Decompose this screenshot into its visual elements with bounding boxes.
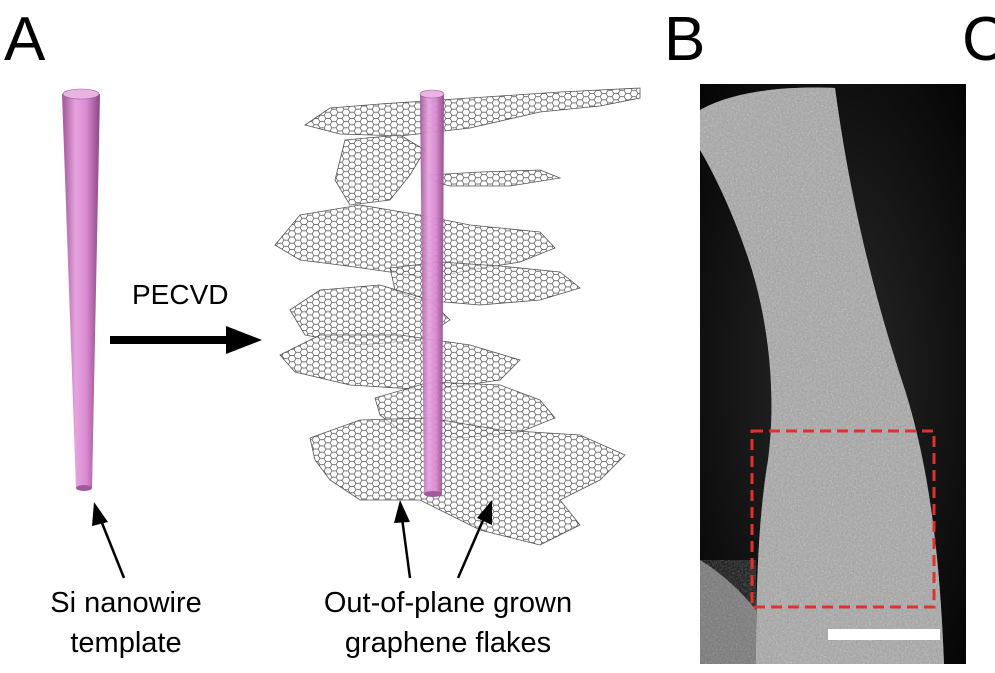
scale-bar [828, 629, 940, 640]
template-label-line1: Si nanowire [50, 587, 202, 619]
panel-letter-b: B [664, 5, 705, 74]
flakes-label-line1: Out-of-plane grown [324, 587, 572, 619]
panel-letter-c: C [962, 5, 995, 74]
panel-letter-a: A [4, 5, 46, 74]
flake-pointer-arrow-right [456, 500, 492, 579]
si-nanowire-with-flakes [419, 89, 445, 497]
pecvd-arrow [110, 326, 262, 354]
sem-image [700, 84, 966, 664]
flakes-label-line2: graphene flakes [345, 627, 551, 659]
template-pointer-arrow [92, 502, 126, 579]
si-nanowire-template [62, 88, 100, 491]
region-highlight-box [750, 429, 936, 609]
pecvd-label: PECVD [132, 279, 228, 310]
template-label-line2: template [70, 627, 181, 659]
graphene-flakes [274, 87, 641, 546]
graphene-flake-pattern [305, 88, 640, 136]
flake-pointer-arrow-left [394, 500, 412, 579]
